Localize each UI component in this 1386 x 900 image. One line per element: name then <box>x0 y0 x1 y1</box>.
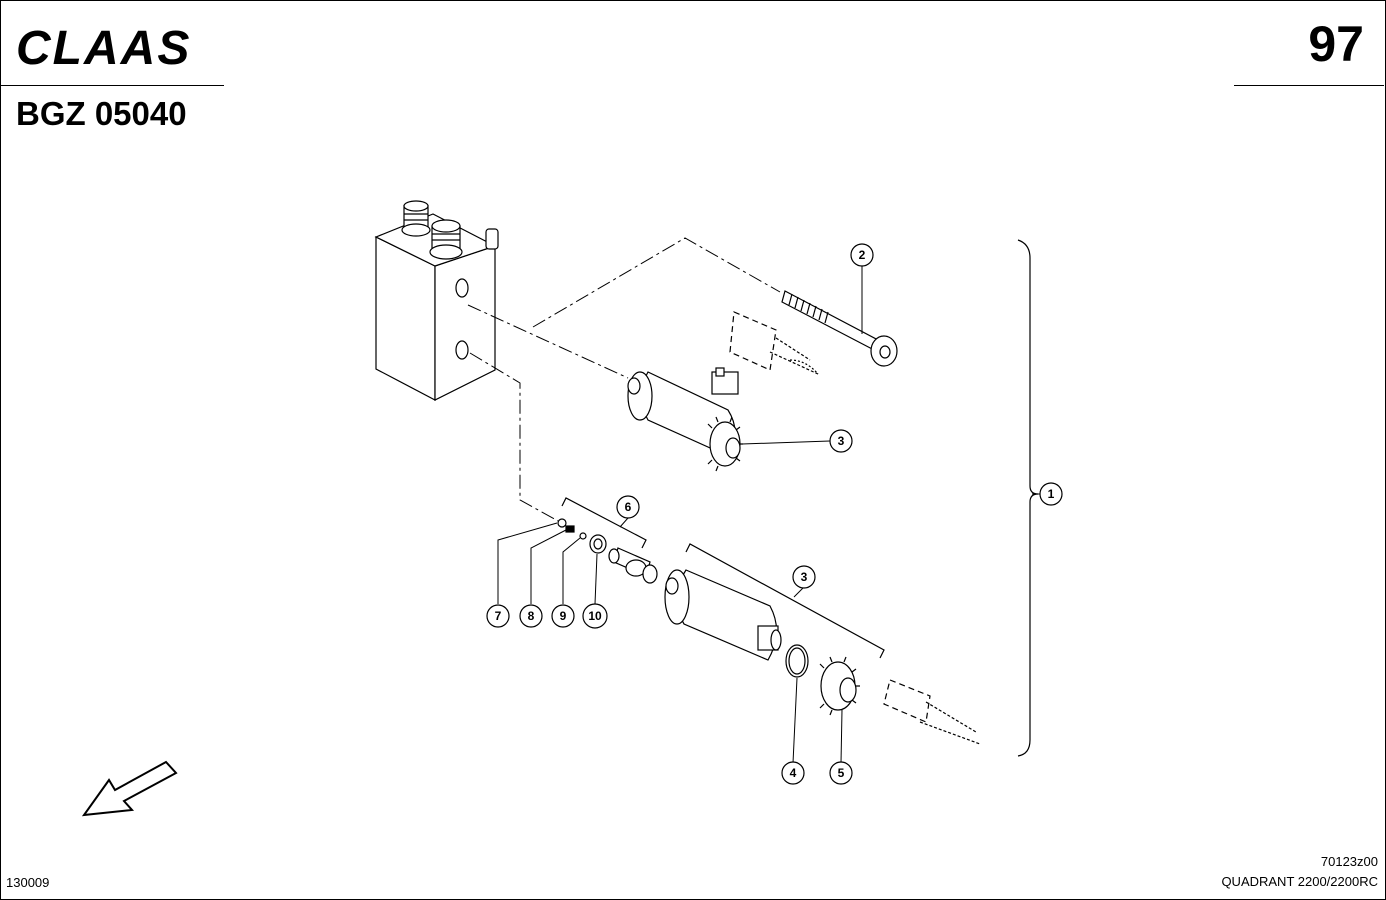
footer-left-code: 130009 <box>6 875 50 890</box>
fitting-left <box>401 200 431 237</box>
fitting-right <box>429 219 463 260</box>
callout-10: 10 <box>588 609 602 623</box>
callout-leaders <box>497 265 1040 764</box>
callout-9: 9 <box>560 609 567 623</box>
header-rule-left <box>0 85 224 86</box>
callout-2: 2 <box>859 248 866 262</box>
valve-cartridge <box>608 547 658 584</box>
callout-circles <box>486 243 1063 785</box>
assembly-lines <box>467 237 781 523</box>
knurled-nut-upper <box>707 416 743 472</box>
small-parts <box>557 518 607 554</box>
o-ring <box>785 644 809 678</box>
solenoid-coil-lower <box>664 569 782 661</box>
group-code: BGZ 05040 <box>16 95 187 132</box>
callout-5: 5 <box>838 766 845 780</box>
model-name: QUADRANT 2200/2200RC <box>1221 874 1378 889</box>
callout-6: 6 <box>625 500 632 514</box>
valve-block <box>374 200 499 401</box>
callout-7: 7 <box>495 609 502 623</box>
callout-1: 1 <box>1048 487 1055 501</box>
footer-right-block: 70123z00 QUADRANT 2200/2200RC <box>1221 852 1378 892</box>
callout-8: 8 <box>528 609 535 623</box>
header-rule-right <box>1234 85 1384 86</box>
claas-logo: CLAAS <box>16 22 191 68</box>
knurled-nut-lower <box>819 656 860 716</box>
callout-4: 4 <box>790 766 797 780</box>
drawing-code: 70123z00 <box>1320 854 1378 869</box>
direction-arrow-icon <box>81 760 178 817</box>
bolt <box>781 290 898 367</box>
callout-3-lower: 3 <box>801 570 808 584</box>
page-number: 97 <box>1308 16 1364 72</box>
callout-numbers: 1 2 3 3 4 5 6 7 8 9 10 <box>495 248 1055 780</box>
connector-lower <box>883 679 981 745</box>
claas-logo-text: CLAAS <box>16 22 191 68</box>
callout-3-upper: 3 <box>838 434 845 448</box>
